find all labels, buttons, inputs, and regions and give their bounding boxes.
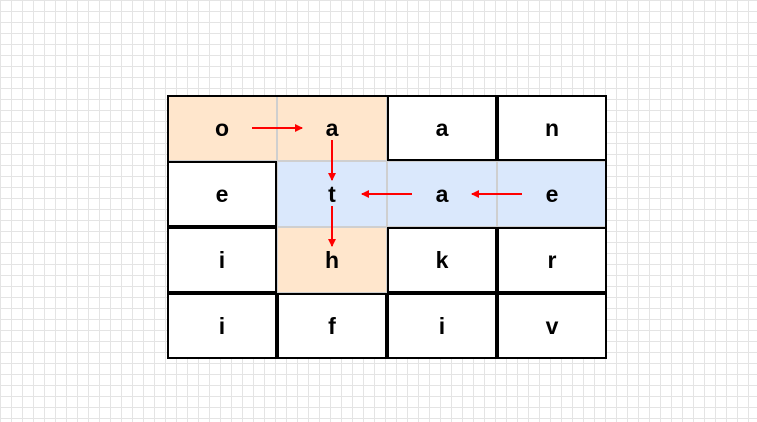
grid-cell: o [167,95,277,161]
cell-letter: o [214,114,230,141]
grid-cell: i [387,293,497,359]
cell-letter: n [544,114,560,141]
grid-cell: a [387,161,497,227]
cell-letter: i [438,312,446,339]
letter-grid: o a a n e t a e i h k r i f i v [167,95,607,359]
cell-letter: a [325,114,339,141]
grid-cell: i [167,293,277,359]
grid-cell: e [167,161,277,227]
grid-cell: n [497,95,607,161]
grid-cell: i [167,227,277,293]
cell-letter: e [545,180,559,207]
cell-letter: e [215,180,229,207]
grid-cell: v [497,293,607,359]
cell-letter: a [435,180,449,207]
cell-letter: a [435,114,449,141]
grid-cell: r [497,227,607,293]
cell-letter: i [218,246,226,273]
cell-letter: h [324,246,340,273]
grid-cell: h [277,227,387,293]
cell-letter: v [545,312,559,339]
grid-cell: f [277,293,387,359]
grid-cell: a [387,95,497,161]
cell-letter: k [435,246,449,273]
grid-cell: k [387,227,497,293]
cell-letter: r [547,246,557,273]
cell-letter: t [328,180,336,207]
cell-letter: i [218,312,226,339]
grid-cell: e [497,161,607,227]
cell-letter: f [328,312,336,339]
grid-cell: a [277,95,387,161]
grid-cell: t [277,161,387,227]
